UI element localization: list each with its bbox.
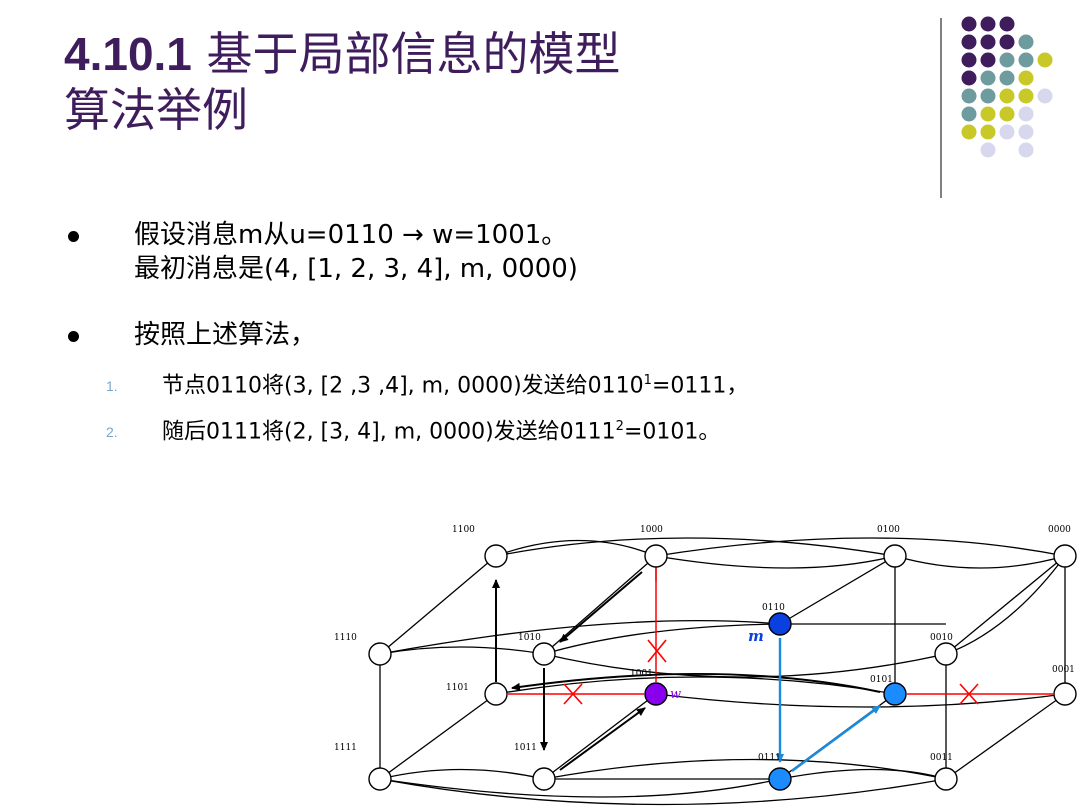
diagram-frame <box>330 507 1080 810</box>
title-text-2: 算法举例 <box>64 83 248 137</box>
hypercube-edges <box>379 537 1066 806</box>
node-0101 <box>883 682 907 706</box>
decor-dot <box>961 52 977 68</box>
step-1-text: 节点0110将(3, [2 ,3 ,4], m, 0000)发送给0110 <box>162 373 644 399</box>
decor-dot <box>980 70 996 86</box>
decor-dot <box>961 16 977 32</box>
node-label: 1010 <box>518 633 541 643</box>
black-arrows <box>492 571 881 771</box>
node-label: 1101 <box>446 683 469 693</box>
decor-dot <box>961 34 977 50</box>
node-label: 1000 <box>640 525 663 535</box>
decor-dot <box>980 142 996 158</box>
destination-w-label: w <box>670 687 681 702</box>
decor-dot <box>1037 88 1053 104</box>
node-label: 1110 <box>334 633 357 643</box>
node-label: 1100 <box>452 525 475 535</box>
message-m-label: m <box>748 627 764 645</box>
node-0100 <box>883 544 907 568</box>
decor-dot <box>980 16 996 32</box>
decor-dot <box>999 106 1015 122</box>
step-2-post: =0101。 <box>623 419 721 445</box>
slide-title: 4.10.1 基于局部信息的模型 算法举例 <box>64 26 884 138</box>
node-1101 <box>484 682 508 706</box>
bullet-dot <box>68 331 79 342</box>
decor-dot <box>1018 70 1034 86</box>
node-label: 0010 <box>930 633 953 643</box>
node-1011 <box>532 767 556 791</box>
node-label: 0000 <box>1048 525 1071 535</box>
step-number: 2. <box>106 424 118 440</box>
node-label: 1111 <box>334 743 357 753</box>
decorative-dot-grid <box>961 16 1053 158</box>
decor-dot <box>1018 52 1034 68</box>
node-1010 <box>532 642 556 666</box>
step-2: 2. 随后0111将(2, [3, 4], m, 0000)发送给01112=0… <box>106 412 721 447</box>
decor-dot <box>1018 142 1034 158</box>
node-label: 0001 <box>1052 665 1075 675</box>
blue-route-arrows <box>776 638 881 772</box>
decor-dot <box>999 16 1015 32</box>
bullet-1-line-1: 假设消息m从u=0110 → w=1001。 <box>134 220 568 250</box>
node-label: 1011 <box>514 743 537 753</box>
node-0111 <box>768 767 792 791</box>
title-number: 4.10.1 <box>64 28 192 80</box>
decor-dot <box>999 52 1015 68</box>
step-1-post: =0111， <box>651 373 749 399</box>
cross-marks <box>563 639 979 705</box>
decor-dot <box>980 52 996 68</box>
node-0010 <box>934 642 958 666</box>
decor-dot <box>980 34 996 50</box>
step-number: 1. <box>106 378 118 394</box>
bullet-1: 假设消息m从u=0110 → w=1001。 最初消息是(4, [1, 2, 3… <box>68 218 578 286</box>
node-label: 0110 <box>762 603 785 613</box>
node-label: 0011 <box>930 753 953 763</box>
bullet-1-line-2: 最初消息是(4, [1, 2, 3, 4], m, 0000) <box>134 254 578 284</box>
decor-dot <box>980 124 996 140</box>
decor-dot <box>1018 34 1034 50</box>
node-1100 <box>484 544 508 568</box>
decor-dot <box>1018 124 1034 140</box>
decor-dot <box>961 106 977 122</box>
node-0011 <box>934 767 958 791</box>
node-0110 <box>768 612 792 636</box>
node-1111 <box>368 767 392 791</box>
node-0001 <box>1053 682 1077 706</box>
node-label: 0111 <box>758 753 781 763</box>
divider-line <box>940 18 942 198</box>
node-0000 <box>1053 544 1077 568</box>
decor-dot <box>980 88 996 104</box>
bullet-2: 按照上述算法， <box>68 318 317 352</box>
step-1-sup: 1 <box>643 373 652 388</box>
hypercube-nodes <box>368 544 1077 791</box>
node-1110 <box>368 642 392 666</box>
decor-dot <box>999 88 1015 104</box>
node-labels: 1100 1000 0100 0000 1110 1010 0110 0010 … <box>334 525 1075 763</box>
bullet-2-text: 按照上述算法， <box>134 320 317 350</box>
decor-dot <box>961 70 977 86</box>
step-2-text: 随后0111将(2, [3, 4], m, 0000)发送给0111 <box>162 419 616 445</box>
decor-dot <box>999 70 1015 86</box>
decor-dot <box>999 34 1015 50</box>
node-label: 0100 <box>877 525 900 535</box>
removed-edges <box>508 568 1053 695</box>
decor-dot <box>999 124 1015 140</box>
decor-dot <box>1037 52 1053 68</box>
step-1: 1. 节点0110将(3, [2 ,3 ,4], m, 0000)发送给0110… <box>106 366 749 401</box>
bullet-dot <box>68 231 79 242</box>
title-text-1: 基于局部信息的模型 <box>191 27 621 81</box>
decor-dot <box>961 88 977 104</box>
decor-dot <box>1018 106 1034 122</box>
node-label: 1001 <box>630 669 653 679</box>
node-1000 <box>644 544 668 568</box>
node-label: 0101 <box>870 675 893 685</box>
decor-dot <box>961 124 977 140</box>
node-1001 <box>644 682 668 706</box>
decor-dot <box>980 106 996 122</box>
decor-dot <box>1018 88 1034 104</box>
step-2-sup: 2 <box>615 419 624 434</box>
